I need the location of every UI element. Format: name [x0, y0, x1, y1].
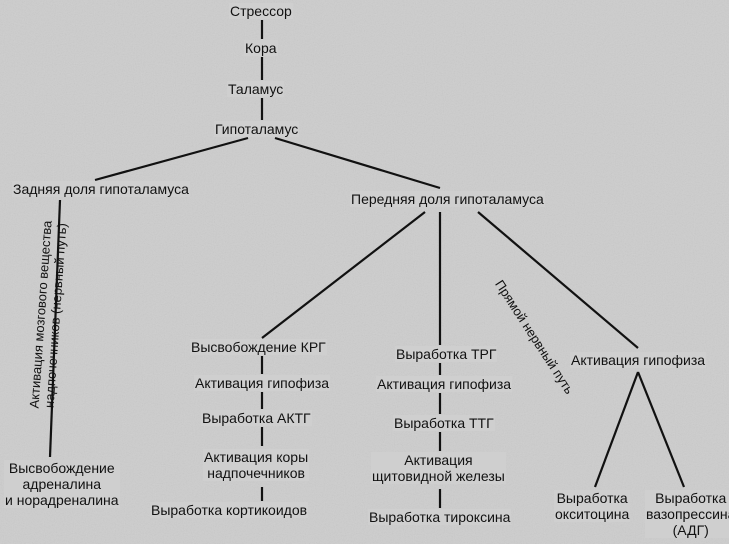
node-adrenaline-release: Высвобождение адреналина и норадреналина — [4, 460, 120, 508]
oxytocin-line1: Выработка — [556, 490, 628, 506]
node-corticoids: Выработка кортикоидов — [150, 502, 309, 518]
node-adrenal-cortex: Активация коры надпочечников — [203, 449, 310, 481]
node-thyroxine: Выработка тироксина — [368, 509, 512, 525]
vasopressin-line2: вазопрессина — [646, 506, 729, 522]
node-posterior-lobe: Задняя доля гипоталамуса — [12, 181, 190, 197]
adrenaline-line3: и норадреналина — [5, 492, 119, 508]
node-oxytocin: Выработка окситоцина — [554, 490, 631, 522]
node-stressor: Стрессор — [229, 3, 293, 19]
line-anterior-crg — [261, 211, 426, 339]
node-trg-pituitary: Активация гипофиза — [376, 376, 513, 392]
line-posterior-left-result — [48, 199, 62, 458]
node-acth: Выработка АКТГ — [201, 410, 312, 426]
thyroid-line1: Активация — [404, 452, 473, 468]
line-pituitary-oxytocin — [593, 371, 640, 488]
node-tsh: Выработка ТТГ — [393, 415, 495, 431]
node-direct-pituitary: Активация гипофиза — [570, 352, 707, 368]
line-hypothalamus-posterior — [94, 136, 249, 182]
line-pituitary-vasopressin — [636, 371, 686, 488]
adrenaline-line2: адреналина — [22, 476, 102, 492]
thyroid-line2: щитовидной железы — [372, 468, 505, 484]
adrenaline-line1: Высвобождение — [8, 460, 115, 476]
oxytocin-line2: окситоцина — [555, 506, 630, 522]
vasopressin-line3: (АДГ) — [672, 522, 709, 538]
node-thyroid: Активация щитовидной железы — [371, 452, 506, 484]
adrenal-cortex-line2: надпочечников — [207, 465, 305, 481]
node-trg: Выработка ТРГ — [395, 346, 498, 362]
node-vasopressin: Выработка вазопрессина (АДГ) — [645, 490, 729, 538]
node-crg-release: Высвобождение КРГ — [190, 339, 327, 355]
node-thalamus: Таламус — [227, 81, 285, 97]
node-cortex: Кора — [244, 40, 278, 56]
vasopressin-line1: Выработка — [655, 490, 727, 506]
line-anterior-direct — [477, 211, 639, 349]
node-anterior-lobe: Передняя доля гипоталамуса — [350, 191, 545, 207]
node-crg-pituitary: Активация гипофиза — [194, 375, 331, 391]
node-hypothalamus: Гипоталамус — [214, 121, 300, 137]
adrenal-cortex-line1: Активация коры — [204, 449, 309, 465]
line-hypothalamus-anterior — [274, 136, 441, 190]
